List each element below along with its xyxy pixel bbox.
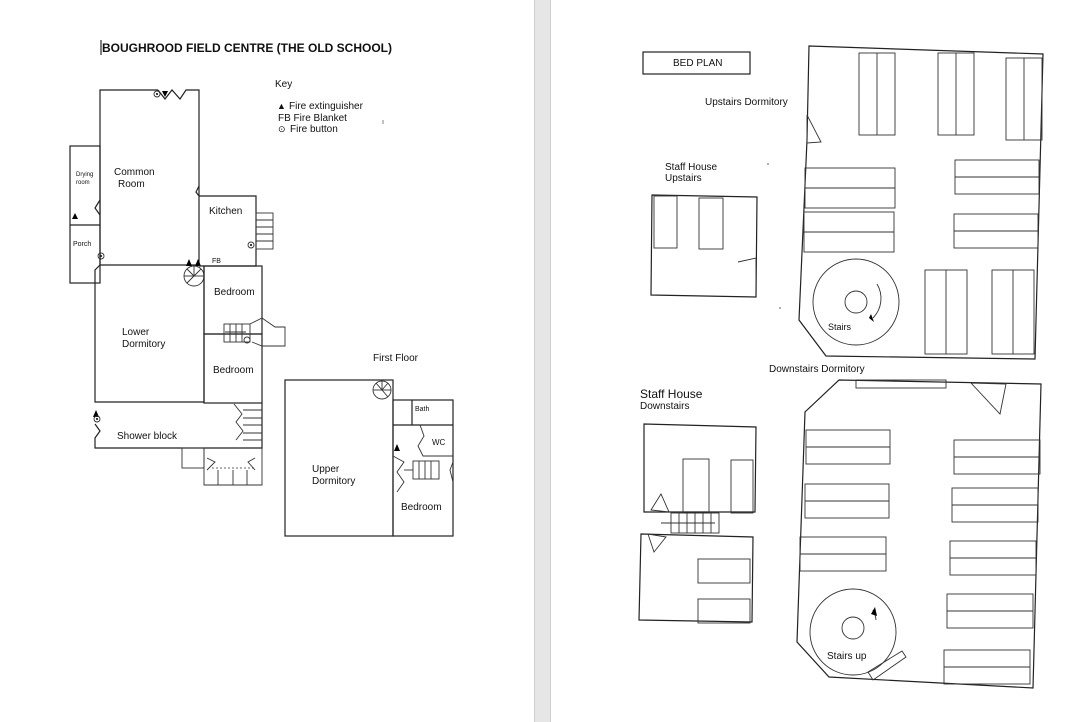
shower-block: Shower block (94, 403, 263, 486)
svg-text:Drying: Drying (76, 172, 93, 178)
svg-text:Upper: Upper (312, 464, 340, 475)
first-floor-rooms: Bath WC Bedroom (392, 399, 454, 537)
upper-dormitory: Upper Dormitory (284, 379, 394, 537)
first-floor-label: First Floor (373, 353, 419, 364)
upstairs-dormitory-label: Upstairs Dormitory (705, 97, 788, 108)
key-symbol-button: ⊙ (278, 124, 286, 134)
svg-text:Staff House: Staff House (640, 387, 703, 401)
bed-plan-label: BED PLAN (673, 58, 722, 69)
spiral-stair (183, 265, 205, 287)
floor-plan-drawing: BOUGHROOD FIELD CENTRE (THE OLD SCHOOL) … (69, 40, 454, 537)
svg-text:Dormitory: Dormitory (312, 476, 355, 487)
page-title: BOUGHROOD FIELD CENTRE (THE OLD SCHOOL) (102, 41, 392, 55)
stairs-label: Stairs (828, 322, 852, 332)
svg-text:Bedroom: Bedroom (401, 502, 442, 513)
svg-text:Bedroom: Bedroom (214, 287, 255, 298)
key-label-extinguisher: Fire extinguisher (289, 101, 364, 112)
kitchen: Kitchen FB (195, 185, 274, 267)
svg-text:Bedroom: Bedroom (213, 365, 254, 376)
svg-text:Room: Room (118, 179, 145, 190)
svg-text:Downstairs: Downstairs (640, 401, 689, 412)
lower-dormitory: Lower Dormitory (93, 264, 205, 423)
svg-text:room: room (76, 180, 90, 186)
key-label-blanket: FB Fire Blanket (278, 113, 347, 124)
bed-plan-drawing: BED PLAN Upstairs Dormitory (638, 45, 1044, 689)
bedroom-lower: Bedroom (203, 317, 286, 404)
staff-house-downstairs: Staff House Downstairs (638, 387, 757, 624)
svg-text:Staff House: Staff House (665, 162, 718, 173)
fb-label: FB (212, 258, 221, 265)
staff-house-upstairs: Staff House Upstairs (650, 162, 781, 309)
key-label-button: Fire button (290, 124, 338, 135)
downstairs-dormitory-plan: Stairs up (796, 379, 1042, 689)
common-room: Common Room (99, 89, 201, 266)
key-heading: Key (275, 79, 292, 90)
bed-plan-page: BED PLAN Upstairs Dormitory (551, 0, 1085, 722)
svg-text:Bath: Bath (415, 406, 430, 413)
porch-label: Porch (73, 241, 91, 248)
svg-text:Dormitory: Dormitory (122, 339, 165, 350)
upstairs-dormitory-plan: Stairs (798, 45, 1044, 360)
page-gutter (534, 0, 551, 722)
svg-text:WC: WC (432, 438, 446, 447)
svg-text:Shower block: Shower block (117, 431, 178, 442)
drying-room: Drying room Porch (69, 145, 105, 284)
svg-text:Lower: Lower (122, 327, 150, 338)
svg-text:Common: Common (114, 167, 155, 178)
svg-text:Kitchen: Kitchen (209, 206, 242, 217)
key-symbol-extinguisher: ▲ (277, 101, 286, 111)
bed-plan-label-box: BED PLAN (642, 51, 751, 75)
floor-plan-page: BOUGHROOD FIELD CENTRE (THE OLD SCHOOL) … (0, 0, 534, 722)
downstairs-dormitory-label: Downstairs Dormitory (769, 364, 865, 375)
svg-text:Upstairs: Upstairs (665, 173, 702, 184)
stairs-up-label: Stairs up (827, 651, 867, 662)
